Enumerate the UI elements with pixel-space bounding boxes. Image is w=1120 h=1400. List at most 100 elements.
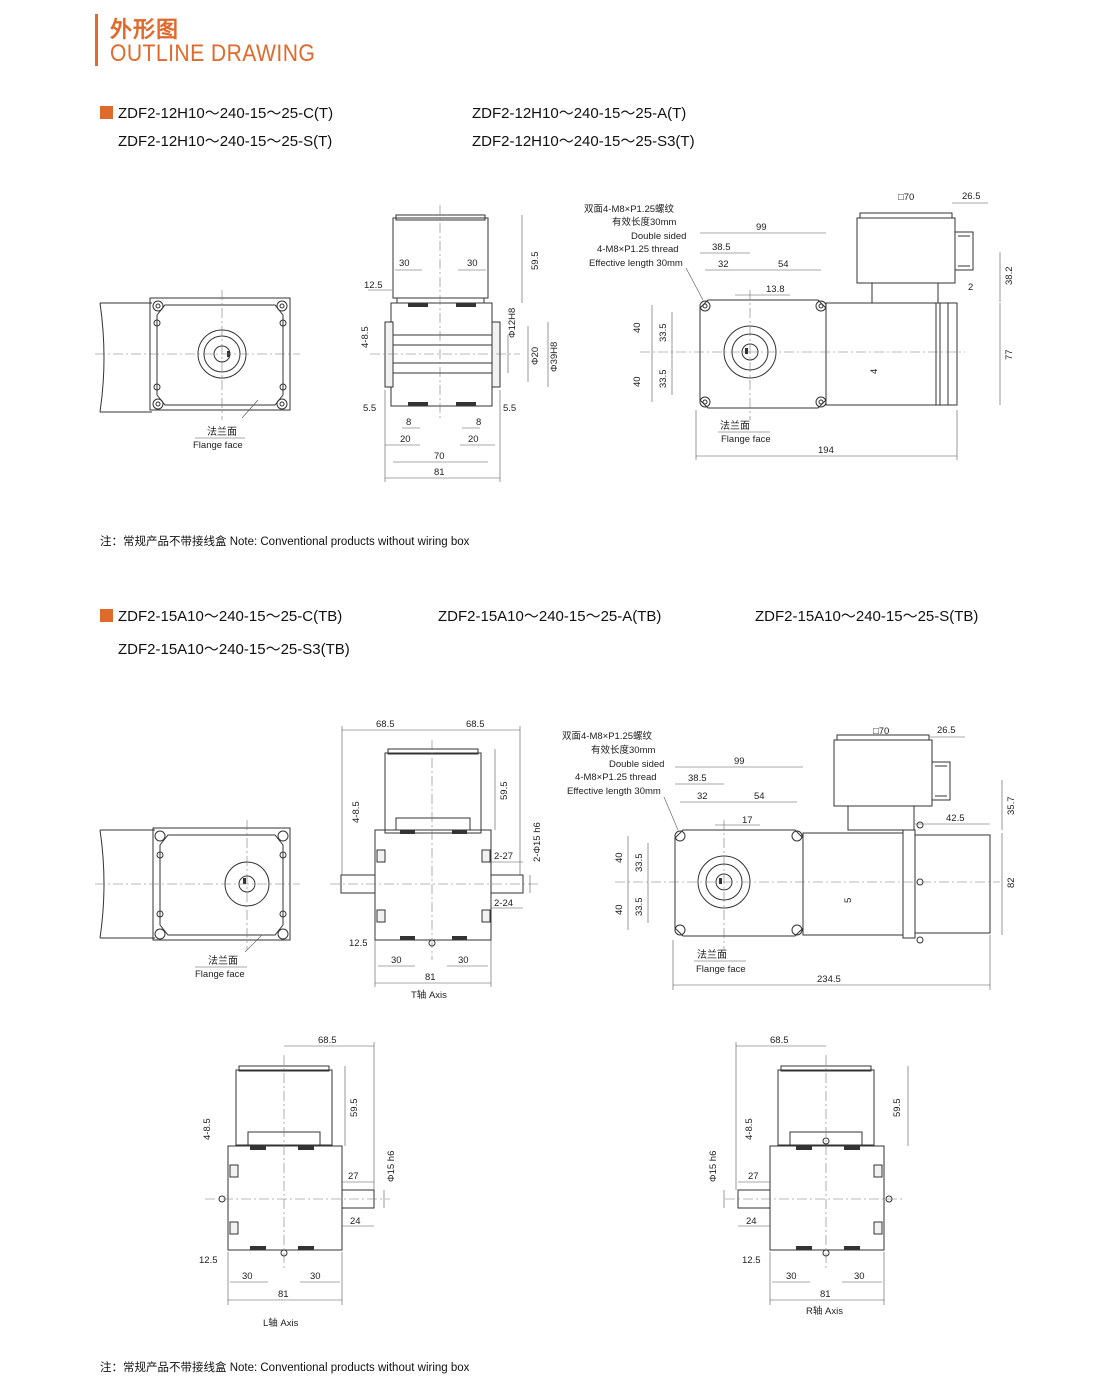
s1-d20a: 20: [400, 434, 411, 445]
s1-thread-cn2: 有效长度30mm: [612, 216, 676, 228]
s1-d20: Φ20: [530, 347, 541, 365]
s1-flange-label-cn: 法兰面: [207, 425, 237, 438]
s2-d99: 99: [734, 756, 745, 767]
s1-note: 注：常规产品不带接线盒 Note: Conventional products …: [100, 536, 470, 548]
s1-d382: 38.2: [1004, 267, 1015, 286]
s1-d32: 32: [718, 259, 729, 270]
s1-d194: 194: [818, 445, 834, 456]
s1-d30a: 30: [399, 258, 410, 269]
s2-d30a: 30: [391, 955, 402, 966]
s2-d685b: 68.5: [466, 719, 485, 730]
s1-d81: 81: [434, 467, 445, 478]
s2-motor-flange-cn: 法兰面: [697, 948, 727, 961]
s4-d24: 24: [746, 1216, 757, 1227]
s1-d55b: 5.5: [503, 403, 516, 414]
s2-d335b: 33.5: [634, 898, 645, 917]
s2-d595: 59.5: [499, 782, 510, 801]
section2-marker: [100, 609, 113, 622]
s1-d8b: 8: [476, 417, 481, 428]
s1-thread-cn1: 双面4-M8×P1.25螺纹: [584, 203, 675, 215]
s1-motor-flange-en: Flange face: [721, 434, 771, 445]
s1-d40a: 40: [632, 322, 643, 333]
s2-d685a: 68.5: [376, 719, 395, 730]
s1-d12h8: Φ12H8: [507, 308, 518, 338]
s3-d685: 68.5: [318, 1035, 337, 1046]
s2-note: 注：常规产品不带接线盒 Note: Conventional products …: [100, 1362, 470, 1374]
s1-d125: 12.5: [364, 280, 383, 291]
s2-d32: 32: [697, 791, 708, 802]
s2-d40a: 40: [614, 852, 625, 863]
s1-motor-flange-cn: 法兰面: [720, 419, 750, 432]
s2-thread-cn2: 有效长度30mm: [591, 744, 655, 756]
s2-thread-cn1: 双面4-M8×P1.25螺纹: [562, 730, 653, 742]
s4-d125: 12.5: [742, 1255, 761, 1266]
s2-d5: 5: [843, 898, 854, 903]
s1-thread-en2: 4-M8×P1.25 thread: [597, 244, 679, 255]
s1-d55a: 5.5: [363, 403, 376, 414]
s2-d81: 81: [425, 972, 436, 983]
s2-flange-label-cn: 法兰面: [208, 954, 238, 967]
s2-d485: 4-8.5: [351, 801, 362, 823]
s3-l-axis-label: L轴 Axis: [263, 1317, 299, 1329]
s2-d82: 82: [1006, 877, 1017, 888]
s1-side-view: 30 30 59.5 12.5 4-8.5 Φ12H8 Φ20 Φ39H8 5.…: [360, 205, 560, 482]
s1-model-2: ZDF2-12H10～240-15～25-A(T): [472, 105, 687, 122]
s3-d27: 27: [348, 1171, 359, 1182]
s1-thread-en3: Effective length 30mm: [589, 258, 683, 269]
header-title-en: OUTLINE DRAWING: [110, 40, 316, 67]
s1-model-3: ZDF2-12H10～240-15～25-S(T): [118, 133, 333, 150]
s2-d125: 12.5: [349, 938, 368, 949]
s2-d357: 35.7: [1006, 797, 1017, 816]
s2-d335a: 33.5: [634, 854, 645, 873]
s1-flange-view: 法兰面 Flange face: [95, 290, 300, 451]
s1-d30b: 30: [467, 258, 478, 269]
s2-flange-label-en: Flange face: [195, 969, 245, 980]
s3-d485: 4-8.5: [202, 1118, 213, 1140]
s2-d30b: 30: [458, 955, 469, 966]
s4-d30b: 30: [854, 1271, 865, 1282]
s3-d15h6: Φ15 h6: [386, 1151, 397, 1182]
s4-d685: 68.5: [770, 1035, 789, 1046]
s3-d125: 12.5: [199, 1255, 218, 1266]
header-title-cn: 外形图: [110, 17, 180, 42]
s1-sq70: □70: [898, 192, 914, 203]
s4-d81: 81: [820, 1289, 831, 1300]
s2-d224: 2-24: [494, 898, 513, 909]
s2-model-1: ZDF2-15A10～240-15～25-C(TB): [118, 608, 343, 625]
s4-d27: 27: [748, 1171, 759, 1182]
s2-l-axis-view: 68.5 59.5 4-8.5 Φ15 h6 27 24 12.5 30 30 …: [199, 1035, 397, 1329]
s3-d30a: 30: [242, 1271, 253, 1282]
s2-motor-flange-en: Flange face: [696, 964, 746, 975]
s4-d595: 59.5: [892, 1099, 903, 1118]
s3-d30b: 30: [310, 1271, 321, 1282]
s4-r-axis-label: R轴 Axis: [806, 1305, 843, 1317]
s2-d2345: 234.5: [817, 974, 841, 985]
s1-d20b: 20: [468, 434, 479, 445]
s2-flange-view: 法兰面 Flange face: [95, 820, 300, 980]
s1-d4: 4: [869, 369, 880, 374]
s1-thread-en1: Double sided: [631, 231, 686, 242]
s2-model-4: ZDF2-15A10～240-15～25-S3(TB): [118, 641, 350, 658]
s2-r-axis-view: 68.5 59.5 4-8.5 Φ15 h6 27 24 12.5 30 30 …: [708, 1035, 909, 1317]
s4-d30a: 30: [786, 1271, 797, 1282]
s2-d265: 26.5: [937, 725, 956, 736]
s2-t-axis-label: T轴 Axis: [411, 989, 447, 1001]
s3-d595: 59.5: [349, 1099, 360, 1118]
s1-model-4: ZDF2-12H10～240-15～25-S3(T): [472, 133, 695, 150]
s2-d385: 38.5: [688, 773, 707, 784]
s4-d15h6: Φ15 h6: [708, 1151, 719, 1182]
s1-d77: 77: [1004, 349, 1015, 360]
s2-sq70: □70: [873, 726, 889, 737]
s2-model-3: ZDF2-15A10～240-15～25-S(TB): [755, 608, 979, 625]
s2-thread-en3: Effective length 30mm: [567, 786, 661, 797]
s2-d54: 54: [754, 791, 765, 802]
s1-model-1: ZDF2-12H10～240-15～25-C(T): [118, 105, 334, 122]
s1-d265: 26.5: [962, 191, 981, 202]
s2-d425: 42.5: [946, 813, 965, 824]
s1-d99: 99: [756, 222, 767, 233]
s1-d2: 2: [968, 282, 973, 293]
section1-marker: [100, 106, 113, 119]
s1-d8a: 8: [406, 417, 411, 428]
s1-d54: 54: [778, 259, 789, 270]
